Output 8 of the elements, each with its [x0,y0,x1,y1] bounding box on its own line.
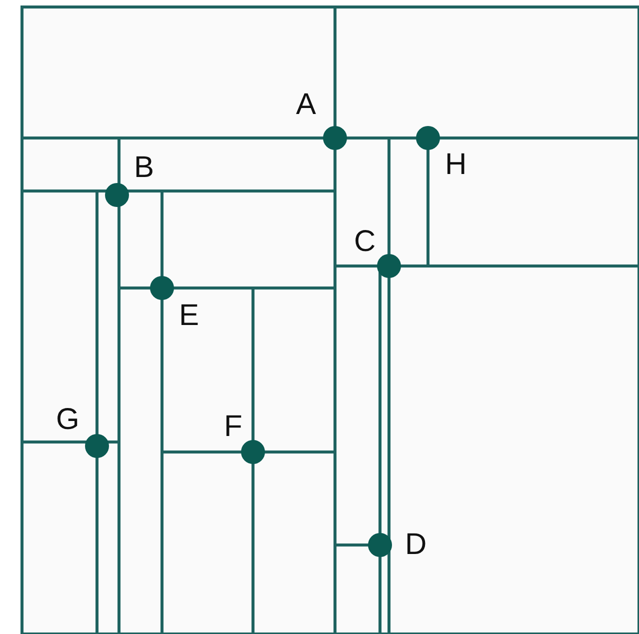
point-label: B [134,153,154,183]
point-label: C [354,227,376,257]
point-label: G [56,405,80,435]
point-label: A [296,90,316,120]
point-label: E [179,301,200,331]
point-label: F [224,412,242,442]
point-label: D [405,530,427,560]
point-label: H [445,150,467,180]
